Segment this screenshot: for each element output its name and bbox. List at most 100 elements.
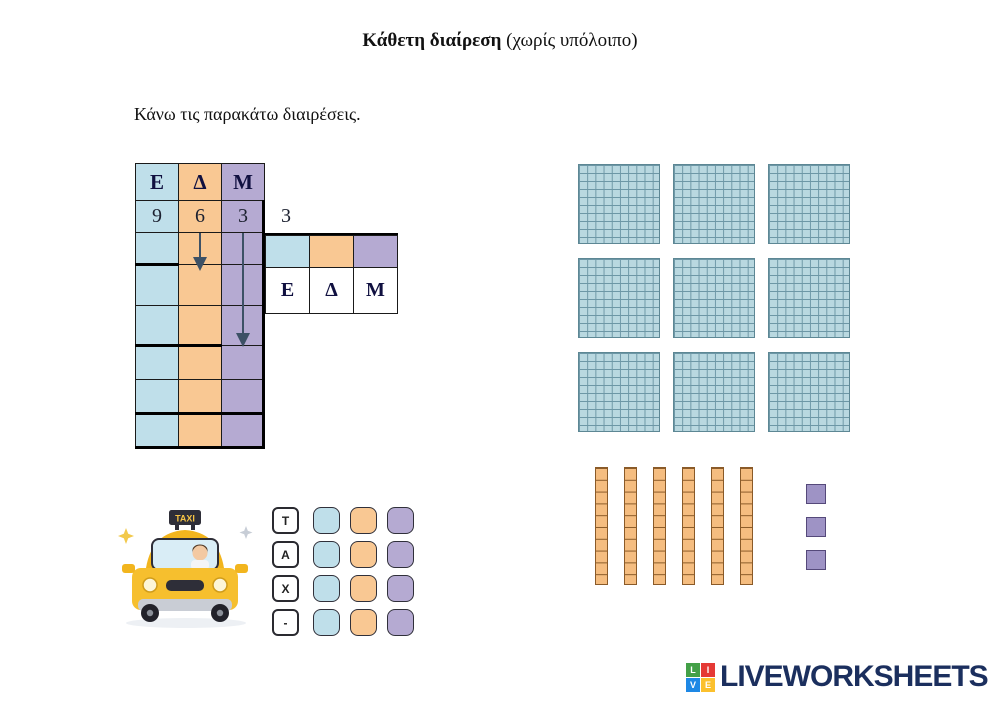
one-block [806, 550, 826, 570]
subtraction-line-1 [135, 263, 179, 266]
headlight-right [212, 577, 228, 593]
answer-chip[interactable] [350, 507, 377, 534]
work-cell[interactable] [179, 265, 221, 305]
work-cell[interactable] [179, 306, 221, 345]
ones-column [806, 484, 826, 570]
division-grid: Ε Δ Μ 9 6 3 [135, 163, 265, 449]
answer-chip[interactable] [350, 541, 377, 568]
answer-chip[interactable] [350, 575, 377, 602]
ten-rod [653, 467, 666, 585]
work-cell[interactable] [222, 346, 264, 379]
col-header-hundreds: Ε [136, 164, 178, 200]
work-cell[interactable] [136, 380, 178, 413]
work-cell[interactable] [179, 414, 221, 448]
mirror-right [235, 564, 248, 573]
one-block [806, 484, 826, 504]
hundred-block [673, 352, 755, 432]
answer-chip[interactable] [387, 575, 414, 602]
quotient-header-ones: Μ [354, 268, 397, 313]
dividend-digit-ones: 3 [222, 201, 264, 232]
work-cell[interactable] [179, 380, 221, 413]
subtraction-line-3 [135, 412, 265, 415]
answer-row: Α [272, 541, 424, 568]
work-cell[interactable] [222, 233, 264, 264]
taxi-sign-text: TAXI [175, 514, 195, 524]
work-cell[interactable] [179, 233, 221, 264]
work-cell[interactable] [136, 306, 178, 345]
driver [191, 544, 209, 570]
headlight-left [142, 577, 158, 593]
grid-bottom-line [135, 446, 265, 449]
quotient-cell-tens[interactable] [310, 236, 353, 267]
dividend-digit-hundreds: 9 [136, 201, 178, 232]
answer-chip[interactable] [313, 507, 340, 534]
answer-row: Χ [272, 575, 424, 602]
answer-row: - [272, 609, 424, 636]
answer-row-label[interactable]: Τ [272, 507, 299, 534]
one-block [806, 517, 826, 537]
hundred-block [768, 352, 850, 432]
hundred-block [768, 258, 850, 338]
logo-letter-i: I [701, 662, 715, 677]
subtraction-line-2 [135, 344, 222, 347]
hundred-block [578, 164, 660, 244]
answer-row-label[interactable]: Χ [272, 575, 299, 602]
work-cell[interactable] [136, 233, 178, 264]
hundreds-grid [578, 164, 850, 432]
title-sub: (χωρίς υπόλοιπο) [501, 30, 638, 51]
work-cell[interactable] [136, 346, 178, 379]
dividend-digit-tens: 6 [179, 201, 221, 232]
instruction-text: Κάνω τις παρακάτω διαιρέσεις. [134, 104, 361, 124]
work-cell[interactable] [222, 265, 264, 305]
answer-chip[interactable] [313, 541, 340, 568]
sparkle-left-icon [118, 528, 134, 544]
bumper [138, 599, 232, 611]
col-header-ones: Μ [222, 164, 264, 200]
answer-chip[interactable] [387, 541, 414, 568]
tens-row [595, 467, 753, 585]
work-cell[interactable] [222, 380, 264, 413]
hundred-block [673, 258, 755, 338]
title-main: Κάθετη διαίρεση [362, 30, 502, 51]
work-cell[interactable] [222, 414, 264, 448]
division-bracket-vertical [262, 200, 265, 449]
quotient-area: Ε Δ Μ [265, 233, 398, 314]
logo-letter-l: L [686, 662, 700, 677]
divisor-value: 3 [281, 205, 291, 227]
hundred-block [578, 258, 660, 338]
mirror-left [122, 564, 135, 573]
ten-rod [740, 467, 753, 585]
work-cell[interactable] [222, 306, 264, 345]
hundred-block [768, 164, 850, 244]
quotient-cell-hundreds[interactable] [266, 236, 309, 267]
answer-chip[interactable] [387, 507, 414, 534]
hundred-block [673, 164, 755, 244]
taxi-sign [169, 510, 201, 525]
answer-chip[interactable] [313, 609, 340, 636]
work-cell[interactable] [179, 346, 221, 379]
answer-row-label[interactable]: Α [272, 541, 299, 568]
ten-rod [595, 467, 608, 585]
answer-row-label[interactable]: - [272, 609, 299, 636]
taxi-illustration: TAXI [118, 510, 253, 628]
sparkle-right-icon [239, 526, 253, 539]
work-cell[interactable] [136, 414, 178, 448]
answer-chip[interactable] [387, 609, 414, 636]
work-cell[interactable] [136, 265, 178, 305]
answer-chip[interactable] [350, 609, 377, 636]
answer-row: Τ [272, 507, 424, 534]
logo-letter-v: V [686, 677, 700, 692]
quotient-header-hundreds: Ε [266, 268, 309, 313]
ten-rod [682, 467, 695, 585]
col-header-tens: Δ [179, 164, 221, 200]
grille [166, 580, 204, 591]
ten-rod [624, 467, 637, 585]
ten-rod [711, 467, 724, 585]
quotient-cell-ones[interactable] [354, 236, 397, 267]
answer-chip[interactable] [313, 575, 340, 602]
page-title: Κάθετη διαίρεση (χωρίς υπόλοιπο) [0, 30, 1000, 52]
